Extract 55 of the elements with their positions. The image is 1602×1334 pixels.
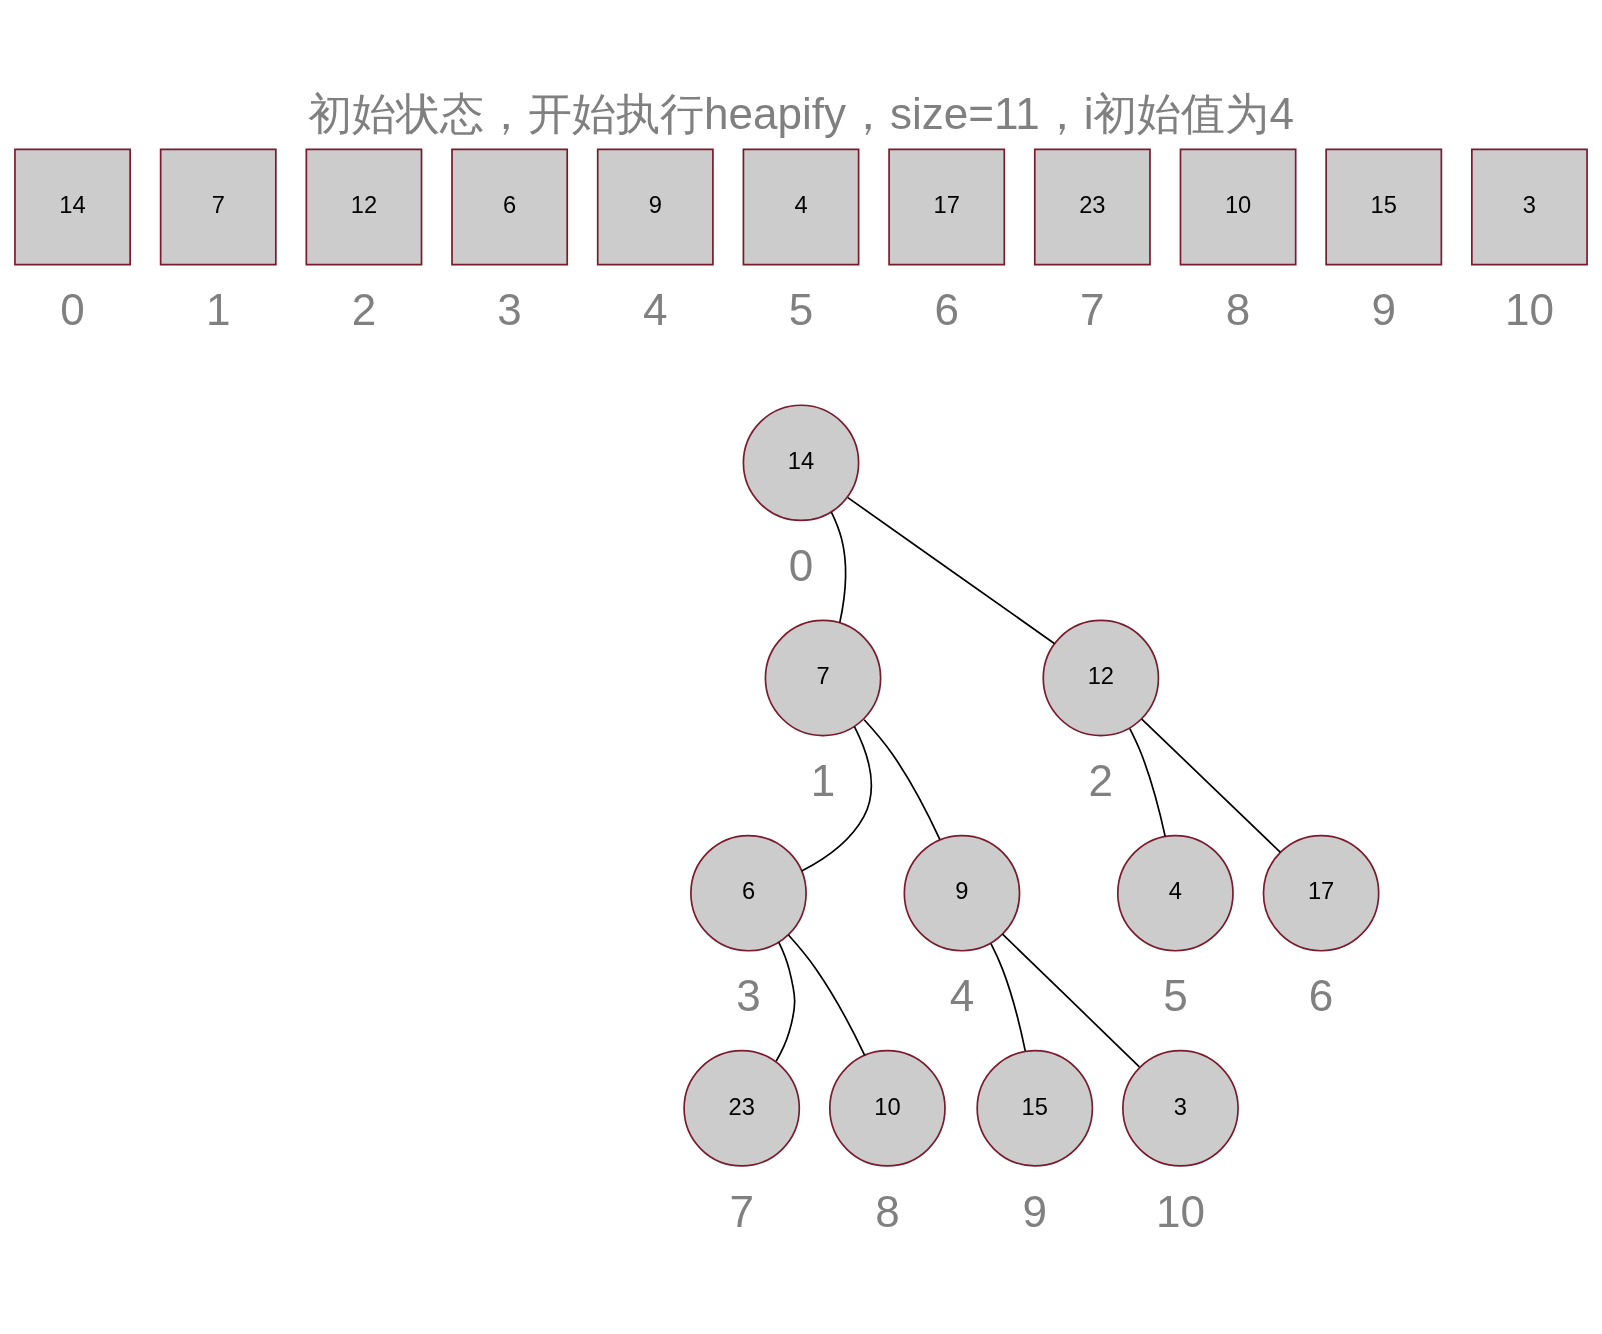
node-circle: 23 [683, 1049, 801, 1167]
node-label: 6 [934, 285, 959, 335]
node-label: 2 [1088, 756, 1114, 806]
connector [800, 725, 873, 872]
node-label: 5 [1163, 971, 1188, 1021]
node-circle: 15 [976, 1049, 1094, 1167]
node-box: 4 [742, 148, 860, 266]
node-circle: 6 [690, 834, 807, 952]
diagram-title: 初始状态，开始执行heapify，size=11，i初始值为4 [308, 88, 1294, 138]
node-circle: 7 [764, 619, 882, 737]
node-label: 0 [60, 285, 85, 335]
node-box: 6 [451, 148, 569, 266]
node-circle: 9 [903, 834, 1021, 952]
node-box: 10 [1179, 148, 1297, 266]
node-box: 17 [888, 148, 1006, 266]
node-box: 23 [1033, 148, 1151, 266]
node-box: 15 [1325, 148, 1443, 266]
node-label: 10 [1155, 1186, 1205, 1236]
node-label: 4 [949, 971, 975, 1021]
connector [1001, 933, 1141, 1068]
node-label: 2 [351, 285, 377, 335]
connector [1128, 727, 1167, 838]
node-label: 9 [1371, 285, 1397, 335]
node-label: 7 [1080, 285, 1105, 335]
node-box: 3 [1471, 148, 1588, 266]
node-circle: 4 [1116, 834, 1234, 952]
node-label: 3 [736, 971, 761, 1021]
connector [775, 941, 796, 1063]
connector [787, 934, 866, 1057]
node-circle: 14 [742, 404, 860, 522]
connector [1140, 718, 1282, 854]
node-label: 7 [729, 1186, 754, 1236]
node-box: 14 [14, 148, 131, 266]
node-label: 10 [1504, 285, 1554, 335]
node-box: 9 [596, 148, 714, 266]
node-label: 5 [788, 285, 814, 335]
connector [863, 718, 941, 841]
connector [830, 511, 847, 624]
node-label: 4 [643, 285, 668, 335]
node-label: 0 [788, 541, 814, 591]
node-label: 1 [810, 756, 836, 806]
node-label: 1 [205, 285, 231, 335]
connector [990, 942, 1027, 1052]
node-box: 7 [159, 148, 277, 266]
connector [847, 496, 1056, 645]
node-circle: 17 [1262, 834, 1380, 952]
node-label: 6 [1308, 971, 1334, 1021]
node-circle: 12 [1042, 619, 1160, 737]
node-box: 12 [305, 148, 423, 266]
node-label: 3 [497, 285, 522, 335]
node-circle: 3 [1122, 1049, 1239, 1167]
node-label: 8 [1225, 285, 1251, 335]
node-circle: 10 [828, 1049, 946, 1167]
node-label: 8 [875, 1186, 900, 1236]
node-label: 9 [1022, 1186, 1048, 1236]
